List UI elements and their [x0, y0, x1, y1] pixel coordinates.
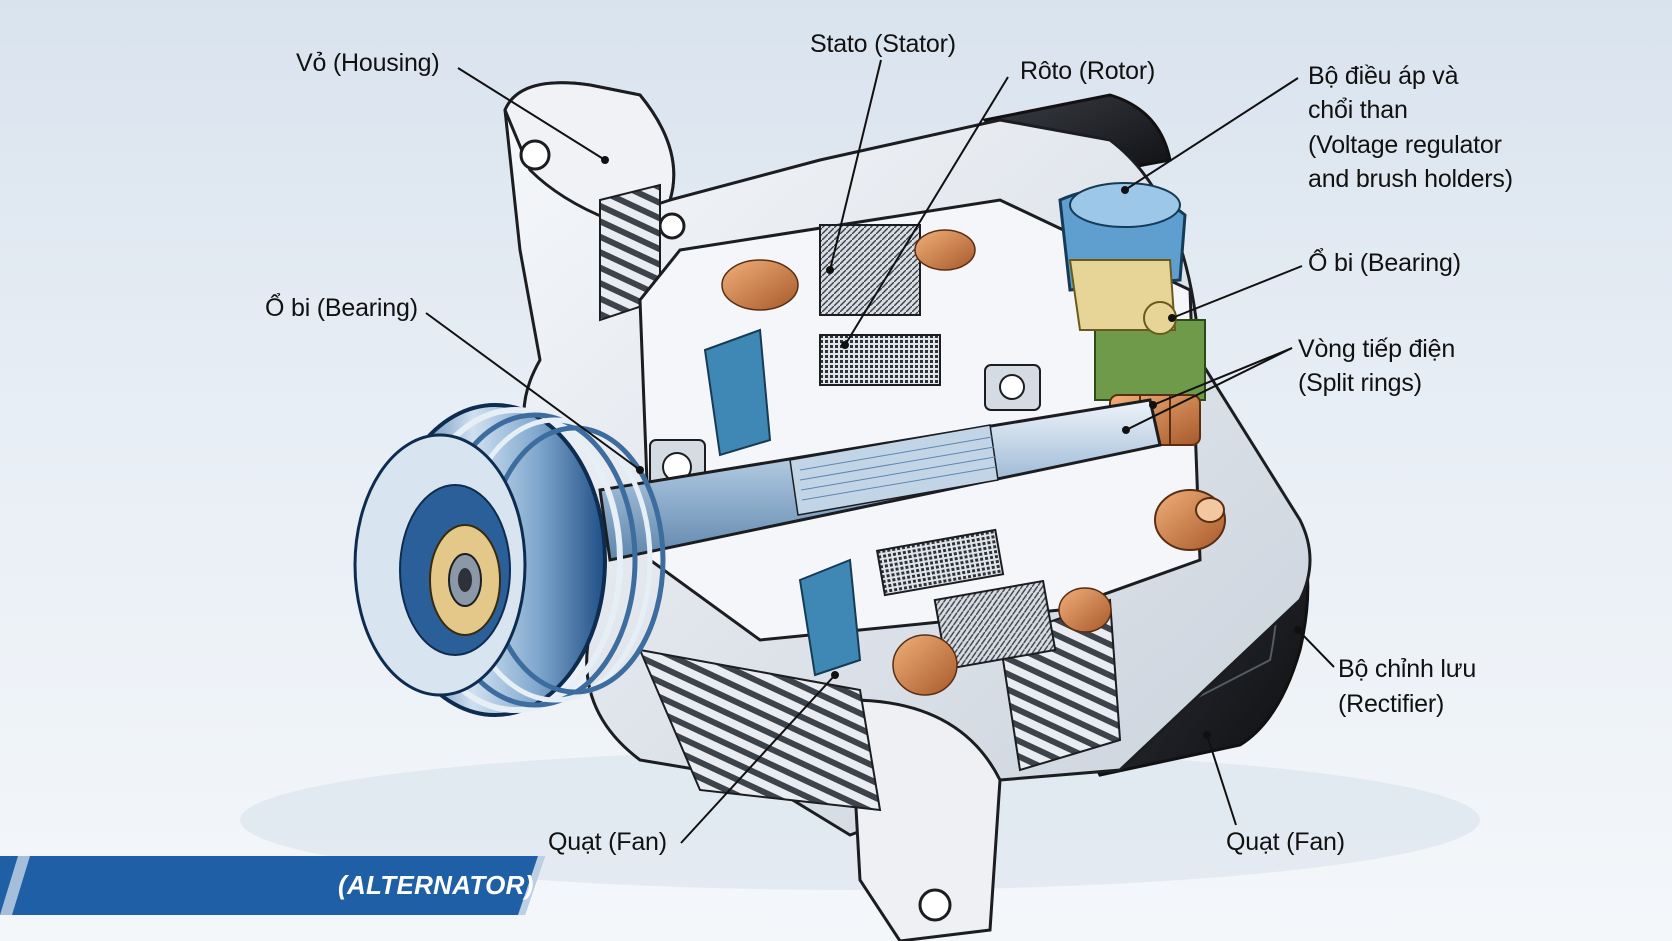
stator-lamination-top [819, 224, 921, 316]
label-bearing-left: Ổ bi (Bearing) [265, 294, 418, 322]
stator-windings [721, 229, 1112, 696]
label-bearing-right: Ổ bi (Bearing) [1308, 249, 1461, 277]
label-rectifier-line2: (Rectifier) [1338, 690, 1445, 718]
pulley [353, 403, 666, 717]
rectifier-diode [1154, 489, 1226, 551]
label-regulator-line1: Bộ điều áp và [1308, 62, 1459, 90]
label-regulator-line4: and brush holders) [1308, 165, 1513, 193]
rotor-core-lower [875, 528, 1005, 597]
label-split-rings-line1: Vòng tiếp điện [1298, 335, 1456, 363]
label-split-rings-line2: (Split rings) [1298, 369, 1422, 397]
label-stator: Stato (Stator) [810, 30, 956, 58]
rotor-core [819, 334, 941, 386]
label-rotor: Rôto (Rotor) [1020, 57, 1156, 85]
label-housing: Vỏ (Housing) [296, 49, 440, 77]
label-regulator-line2: chổi than [1308, 96, 1408, 124]
banner-title: (ALTERNATOR) [338, 870, 534, 900]
label-regulator-line3: (Voltage regulator [1308, 131, 1502, 159]
leader-lines [425, 59, 1335, 844]
rotor-shaft [598, 398, 1162, 562]
voltage-regulator [1058, 182, 1206, 401]
cutaway-interior [638, 182, 1226, 696]
stator-lamination-bottom [933, 579, 1057, 671]
claw-poles [703, 328, 862, 677]
label-fan-rear: Quạt (Fan) [1226, 828, 1345, 856]
label-rectifier-line1: Bộ chỉnh lưu [1338, 655, 1477, 683]
label-fan-front: Quạt (Fan) [548, 828, 667, 856]
title-banner [0, 856, 545, 915]
